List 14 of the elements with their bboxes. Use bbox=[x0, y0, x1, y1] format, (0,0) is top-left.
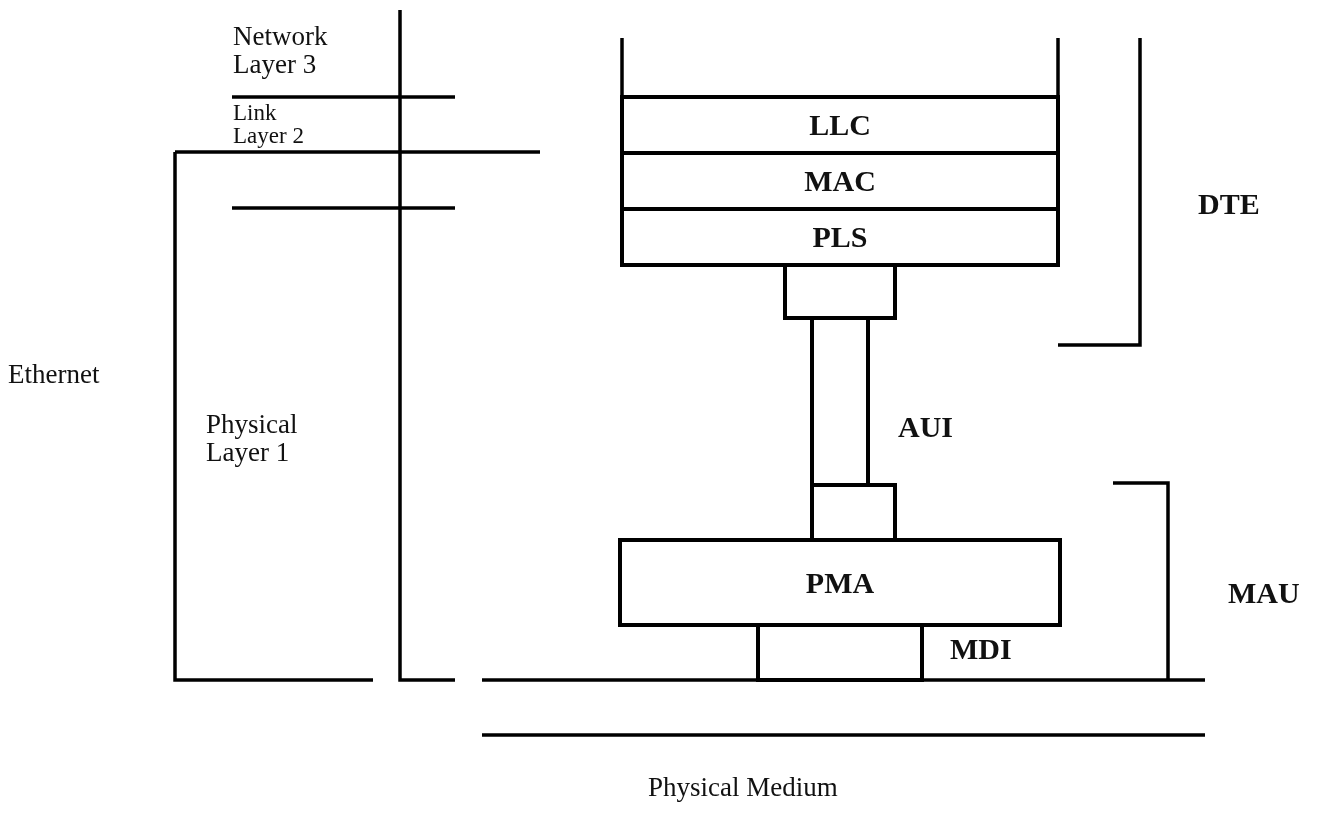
layer-label: PMA bbox=[805, 565, 875, 600]
layer-label: LLC bbox=[809, 108, 871, 142]
protocol-label: Ethernet bbox=[8, 360, 101, 389]
device-label: MAU bbox=[1228, 577, 1301, 609]
layer-label: Link Layer 2 bbox=[233, 101, 305, 147]
interface-label: MDI bbox=[950, 632, 1012, 666]
layer-box bbox=[618, 538, 1062, 627]
interface-label: AUI bbox=[898, 410, 953, 444]
layer-label: PLS bbox=[812, 220, 868, 254]
device-label: DTE bbox=[1198, 188, 1261, 220]
medium-label: Physical Medium bbox=[648, 773, 839, 802]
layer-label: Network Layer 3 bbox=[233, 22, 329, 79]
layer-label: MAC bbox=[804, 164, 876, 198]
layer-label: Physical Layer 1 bbox=[206, 410, 299, 467]
